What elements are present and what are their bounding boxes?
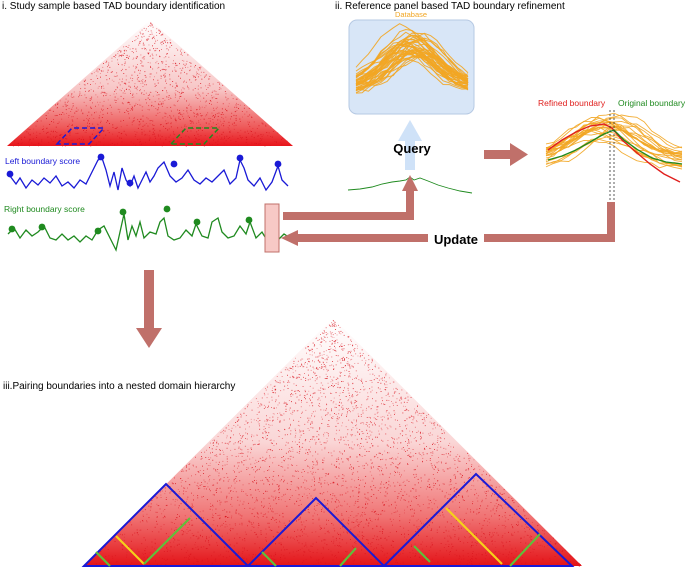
left-score-label: Left boundary score	[5, 156, 80, 166]
right-arrow-icon	[484, 143, 528, 166]
right-score-peaks	[8, 205, 253, 235]
nested-boundary-yellow-1	[115, 535, 145, 565]
large-heatmap	[81, 318, 582, 567]
right-arrow-icon	[283, 175, 418, 220]
update-label: Update	[434, 232, 478, 247]
database-label: Database	[395, 10, 427, 19]
panel2-title: ii. Reference panel based TAD boundary r…	[335, 1, 565, 12]
nested-boundary-green-2	[95, 551, 111, 567]
right-score-label: Right boundary score	[4, 204, 85, 214]
small-heatmap-texture	[10, 22, 288, 147]
large-heatmap-texture	[95, 320, 581, 567]
update-arrow	[281, 202, 615, 246]
refined-boundary-label: Refined boundary	[538, 98, 606, 108]
original-boundary-label: Original boundary	[618, 98, 685, 108]
panel1-title: i. Study sample based TAD boundary ident…	[2, 1, 225, 12]
up-arrow-icon	[398, 120, 422, 170]
domain-outline-3	[381, 472, 575, 567]
domain-outline-2	[245, 496, 387, 567]
nested-boundary-green-3	[261, 551, 277, 567]
right-score-track	[7, 213, 291, 252]
nested-boundary-green-4	[339, 547, 357, 567]
left-score-peaks	[6, 153, 282, 187]
query-window	[264, 203, 280, 253]
small-heatmap	[7, 20, 293, 147]
domain-outline-1	[81, 482, 251, 567]
panel3-title: iii.Pairing boundaries into a nested dom…	[3, 381, 235, 392]
nested-boundary-green-1	[143, 517, 191, 565]
nested-boundary-yellow-2	[445, 507, 503, 565]
database-profiles	[355, 23, 469, 94]
query-label: Query	[393, 141, 431, 156]
nested-boundary-green-6	[509, 533, 541, 567]
down-arrow-icon	[136, 270, 162, 348]
nested-boundary-green-5	[413, 545, 431, 563]
database-panel: Database	[348, 10, 475, 115]
